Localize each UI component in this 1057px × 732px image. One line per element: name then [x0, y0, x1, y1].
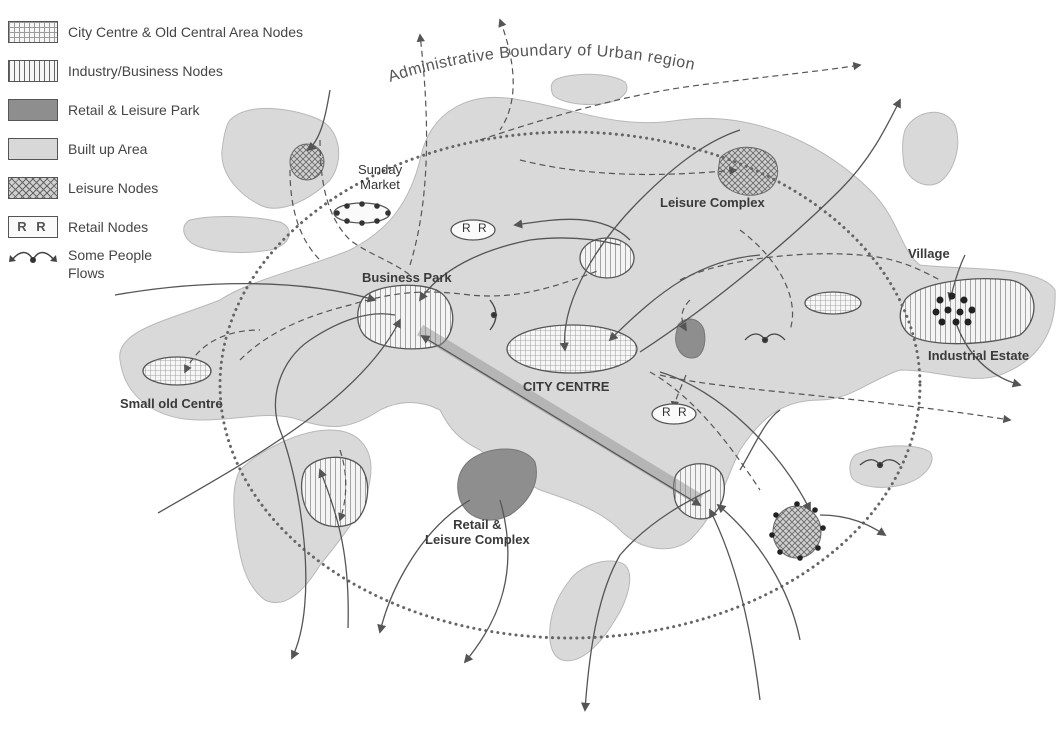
legend-item-industry: Industry/Business Nodes: [8, 51, 368, 90]
retail-node-icon: [651, 403, 697, 425]
retail-leisure-label-line2: Leisure Complex: [425, 531, 530, 547]
boundary-label-text: Administrative Boundary of Urban region: [386, 42, 696, 86]
legend-item-retail-park: Retail & Leisure Park: [8, 90, 368, 129]
flow-line: [954, 319, 1022, 388]
sunday-market-node: [333, 201, 391, 226]
dashed-flow: [289, 169, 321, 261]
flow-line: [114, 282, 377, 303]
city-centre-label: CITY CENTRE: [523, 379, 610, 394]
small-old-centre-label: Small old Centre: [120, 396, 223, 411]
people-flow-icon: [8, 246, 58, 268]
retail-node-icon: [450, 219, 496, 241]
flow-line: [639, 98, 901, 353]
dashed-flow: [519, 159, 738, 176]
built-up-area-e: [849, 445, 933, 488]
dashed-flow: [184, 329, 261, 374]
industry-node-sw: [300, 456, 369, 528]
sunday-market-label-line2: Market: [360, 176, 400, 192]
flow-line: [608, 254, 761, 342]
dashed-flow: [409, 33, 428, 266]
flow-line: [559, 129, 741, 352]
retail-leisure-complex-label: Retail & Leisure Complex: [425, 517, 530, 548]
legend-item-flows: Some People Flows: [8, 246, 368, 288]
built-up-area-nw: [221, 108, 340, 209]
built-up-area-s: [549, 560, 631, 662]
flow-line: [739, 409, 781, 471]
legend-label: Retail Nodes: [68, 218, 149, 235]
flows-label-line1: Some People: [68, 247, 153, 263]
industry-node-north: [579, 237, 635, 279]
industrial-estate-label: Industrial Estate: [928, 348, 1030, 363]
retail-node-label-top: R R: [462, 221, 489, 235]
flow-line: [318, 468, 349, 629]
flow-line: [819, 514, 887, 537]
built-up-swatch: [8, 137, 58, 160]
village-dots: [932, 292, 976, 326]
retail-leisure-complex-shape: [457, 448, 537, 521]
dashed-flow: [659, 374, 1012, 424]
retail-leisure-label-line1: Retail &: [453, 517, 502, 532]
flow-line: [306, 89, 331, 152]
legend-item-built-up: Built up Area: [8, 129, 368, 168]
city-centre-swatch: [8, 20, 58, 43]
flow-line: [377, 499, 471, 634]
leisure-node-dots: [769, 501, 826, 561]
flow-line: [716, 503, 801, 641]
dashed-flows: [184, 18, 1012, 522]
built-up-area-w: [183, 216, 290, 253]
administrative-boundary: [218, 130, 922, 640]
flow-line: [659, 371, 811, 512]
flow-line: [463, 499, 509, 664]
leisure-complex-node: [717, 146, 779, 196]
built-up-area-ne: [902, 111, 959, 186]
flow-line: [157, 318, 401, 514]
industrial-estate-node: [899, 278, 1035, 345]
retail-node-label-bottom: R R: [662, 405, 689, 419]
business-park-label: Business Park: [362, 270, 452, 285]
dashed-flow: [319, 139, 411, 276]
retail-park-swatch: [8, 98, 58, 121]
node-east: [804, 291, 862, 315]
legend-item-city-centre: City Centre & Old Central Area Nodes: [8, 12, 368, 51]
dashed-flow: [679, 253, 941, 281]
flow-line: [709, 508, 761, 701]
legend-label: Industry/Business Nodes: [68, 62, 223, 79]
legend-item-retail-nodes: R R Retail Nodes: [8, 207, 368, 246]
dashed-flow: [649, 371, 761, 491]
legend-label: Built up Area: [68, 140, 148, 157]
retail-nodes: [450, 219, 697, 425]
legend: City Centre & Old Central Area Nodes Ind…: [8, 12, 368, 288]
leisure-nodes: [289, 143, 822, 559]
sunday-market-label-line1: Sunday: [358, 162, 403, 177]
flows-label-line2: Flows: [68, 265, 105, 281]
people-flows: [114, 89, 1022, 712]
legend-label: Leisure Nodes: [68, 179, 159, 196]
legend-label: Retail & Leisure Park: [68, 101, 200, 118]
dashed-flow: [338, 449, 347, 522]
flow-line: [580, 489, 711, 712]
small-old-centre-node: [142, 356, 212, 386]
legend-label: City Centre & Old Central Area Nodes: [68, 23, 303, 40]
people-flow-icon: [489, 299, 901, 469]
village-label: Village: [908, 246, 950, 261]
industry-swatch: [8, 59, 58, 82]
sunday-market-label: Sunday Market: [358, 162, 403, 193]
dashed-flow: [678, 299, 691, 332]
legend-label: Some People Flows: [68, 246, 152, 282]
retail-node-swatch: R R: [8, 215, 58, 238]
leisure-swatch: [8, 176, 58, 199]
flow-line: [513, 218, 631, 241]
flow-line: [274, 313, 396, 660]
boundary-label: Administrative Boundary of Urban region: [386, 42, 697, 86]
flow-line: [418, 237, 621, 302]
dashed-flow: [498, 18, 514, 131]
leisure-complex-label: Leisure Complex: [660, 195, 765, 210]
legend-item-leisure: Leisure Nodes: [8, 168, 368, 207]
dashed-flow: [239, 269, 601, 361]
